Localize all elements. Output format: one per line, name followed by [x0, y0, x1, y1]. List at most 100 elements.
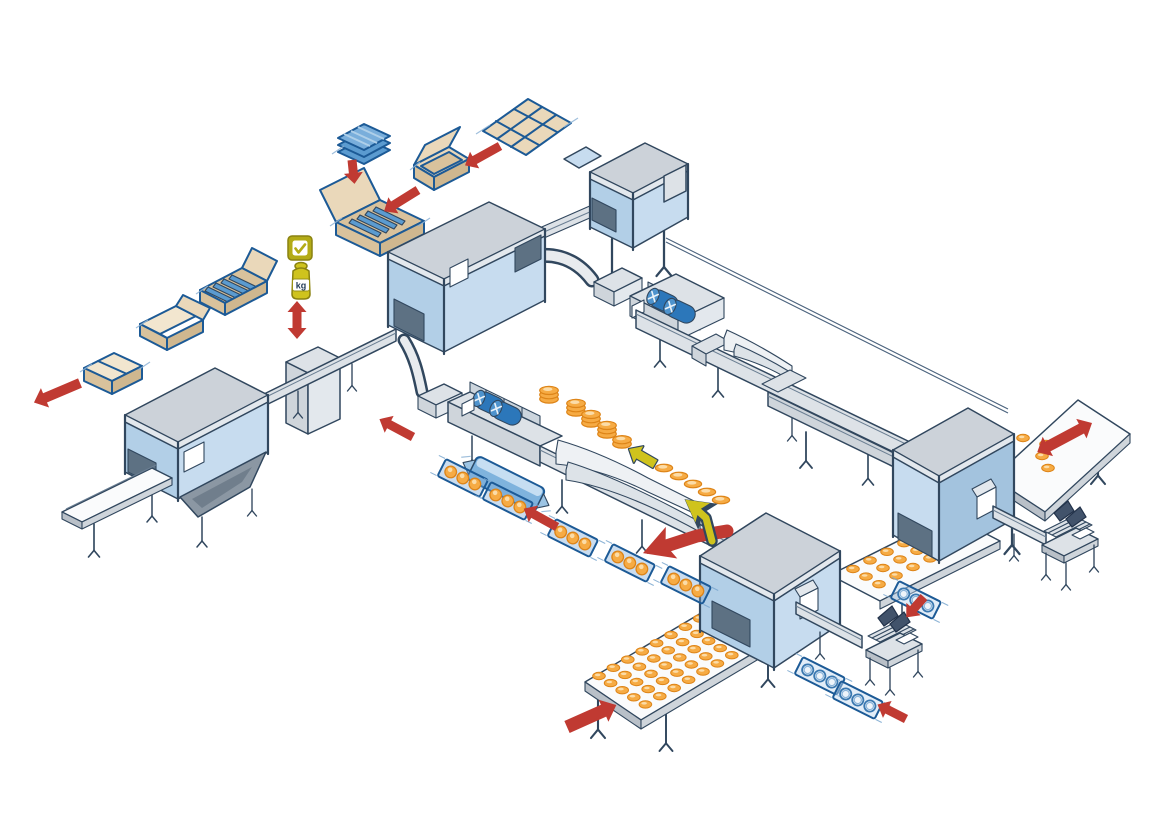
cookie [697, 487, 717, 497]
cookie [627, 693, 641, 702]
empty-tray [825, 676, 891, 724]
arrow-blank-to-carton [465, 142, 503, 169]
cookie [880, 547, 894, 556]
arrow-return-flow [684, 499, 718, 547]
cookie [606, 663, 621, 672]
cookie [713, 643, 728, 653]
cookie [1041, 463, 1055, 473]
wrapped-pack [461, 455, 551, 513]
filled-tray [597, 539, 663, 587]
cookie [906, 562, 920, 572]
cookie [846, 564, 860, 574]
arrow-pack-line-out [379, 415, 416, 441]
exit-belt-m5 [61, 464, 173, 558]
cookie [699, 652, 713, 661]
cookie [658, 661, 673, 670]
cookie-stack [566, 398, 586, 417]
carton-erected [409, 126, 470, 191]
carton-blank [475, 98, 579, 156]
tray-stack [331, 123, 391, 165]
bent-flow-arrows [642, 499, 734, 559]
machine-carton-packer [123, 367, 270, 548]
denester-feed-bottom [795, 601, 863, 660]
arrow-carton-to-fill [384, 186, 421, 214]
arrow-tray-feed [877, 701, 909, 724]
empty-tray [787, 652, 853, 700]
machine-stacker [698, 512, 842, 672]
packaging-prep-flow [319, 98, 579, 257]
cookie-stack [581, 409, 601, 428]
machine-central-packer [386, 201, 547, 356]
cookie [681, 675, 696, 684]
conveyor-m2-m5 [261, 328, 429, 435]
flow-arrows [33, 142, 1092, 733]
cookie [725, 651, 739, 660]
arrow-tray-row-flow [523, 505, 560, 531]
cookie [893, 555, 907, 564]
cookie-stack [612, 435, 632, 449]
arrow-carton-out [33, 378, 82, 408]
carton-closing-flow [79, 247, 278, 395]
cookie [629, 677, 644, 687]
cookie [618, 670, 632, 680]
cookie [655, 676, 670, 686]
cookie [592, 671, 606, 681]
cookie [661, 646, 676, 655]
cookie [678, 622, 693, 631]
arrow-reject-divert [642, 524, 734, 559]
cookie [632, 662, 647, 671]
filled-tray [653, 561, 719, 609]
filled-tray [430, 454, 496, 502]
carton-open-full [195, 247, 278, 316]
filled-tray [540, 514, 606, 562]
cookie [641, 684, 656, 694]
cookie [683, 479, 703, 489]
cookie [664, 630, 678, 640]
carton-closing [135, 294, 211, 351]
carton-with-trays [319, 167, 431, 257]
cookie [667, 683, 682, 693]
cookie [647, 654, 661, 663]
cookie [649, 639, 664, 648]
kg-label: kg [296, 281, 307, 291]
cookie [889, 571, 903, 580]
cookie [603, 678, 618, 688]
cookie [684, 660, 699, 669]
cookie [654, 463, 674, 473]
cookie [863, 556, 877, 565]
arrow-cookie-flow [627, 445, 659, 470]
arrow-tray-drop [906, 594, 928, 618]
cookie [615, 686, 630, 695]
cookie-stack [539, 385, 559, 404]
cookie [621, 655, 635, 664]
machine-top-wrapper [563, 142, 690, 286]
arrow-trays-into-carton [343, 159, 363, 184]
overhead-transfer-line [665, 237, 1009, 414]
arrow-oven-infeed [564, 699, 617, 733]
cookie [859, 572, 873, 581]
cookie [876, 563, 890, 573]
quality-icons: kg [287, 235, 313, 300]
arrow-table-in-out [1037, 418, 1092, 457]
filled-tray [475, 477, 541, 525]
cookie [675, 637, 690, 647]
check-icon [287, 235, 313, 261]
cookie [670, 668, 684, 677]
cookie [673, 653, 687, 662]
cookie [710, 659, 725, 668]
cookie [644, 669, 658, 678]
cookie-stack [597, 420, 617, 439]
cookie [696, 667, 710, 676]
cookie [669, 471, 689, 481]
cookie-stream [539, 385, 731, 505]
carton-closed [79, 352, 151, 395]
cookie [872, 580, 886, 589]
cookie [687, 645, 702, 654]
cookie [635, 647, 650, 656]
kg-weight-icon: kg [291, 261, 311, 300]
cookie [711, 495, 731, 505]
cookie [1016, 433, 1030, 443]
cookie [638, 700, 653, 709]
